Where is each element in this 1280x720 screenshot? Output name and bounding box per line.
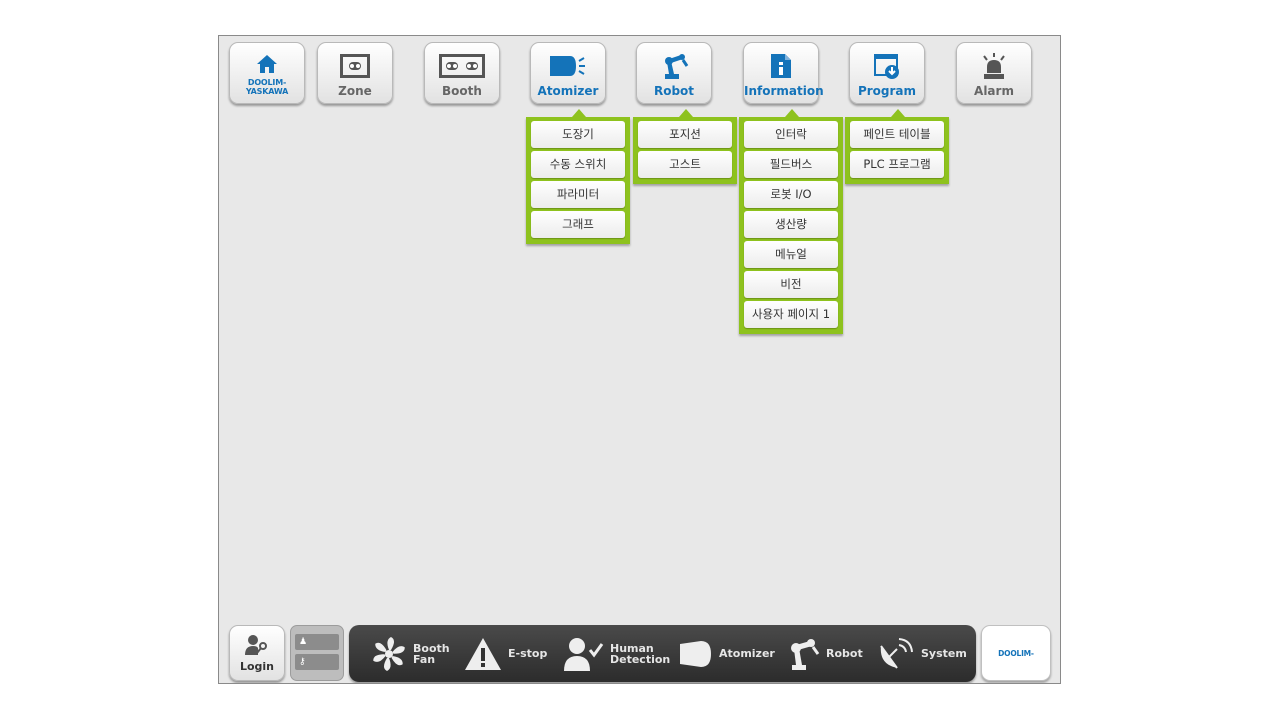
robot-label: Robot (653, 84, 695, 98)
atomizer-status-icon (680, 640, 711, 667)
human-check-icon (564, 637, 604, 671)
menu-item-painter[interactable]: 도장기 (531, 121, 625, 148)
alarm-label: Alarm (974, 84, 1014, 98)
information-menu: 인터락 필드버스 로봇 I/O 생산량 메뉴얼 비전 사용자 페이지 1 (739, 109, 843, 334)
home-brand-label: DOOLIM-YASKAWA (245, 78, 289, 96)
booth-label: Booth (442, 84, 482, 98)
alarm-button[interactable]: Alarm (956, 42, 1032, 104)
warning-icon (465, 637, 501, 670)
atomizer-label: Atomizer (537, 84, 599, 98)
status-robot[interactable]: Robot (786, 625, 863, 682)
user-info-box: ♟ ⚷ (290, 625, 344, 681)
robot-status-label: Robot (826, 647, 863, 660)
user-name-row: ♟ (295, 634, 339, 650)
menu-item-vision[interactable]: 비전 (744, 271, 838, 298)
menu-item-ghost[interactable]: 고스트 (638, 151, 732, 178)
login-user-key-icon (230, 634, 284, 656)
menu-item-paint-table[interactable]: 페인트 테이블 (850, 121, 944, 148)
status-bar: Booth Fan E-stop Human Detection Atomize… (349, 625, 976, 682)
home-icon (230, 49, 304, 79)
information-label: Information (744, 84, 824, 98)
menu-item-plc-program[interactable]: PLC 프로그램 (850, 151, 944, 178)
menu-item-user-page-1[interactable]: 사용자 페이지 1 (744, 301, 838, 328)
login-label: Login (239, 660, 275, 673)
robot-arm-icon (637, 51, 711, 81)
menu-item-fieldbus[interactable]: 필드버스 (744, 151, 838, 178)
booth-fan-label-2: Fan (413, 652, 436, 666)
hmi-screen: DOOLIM-YASKAWA Zone Booth Atomizer Robot… (218, 35, 1061, 684)
human-label-1: Human (610, 641, 654, 655)
status-human-detection[interactable]: Human Detection (564, 625, 670, 682)
menu-item-manual[interactable]: 메뉴얼 (744, 241, 838, 268)
booth-icon (425, 51, 499, 81)
zone-label: Zone (338, 84, 372, 98)
menu-item-interlock[interactable]: 인터락 (744, 121, 838, 148)
information-icon (744, 51, 818, 81)
menu-item-manual-switch[interactable]: 수동 스위치 (531, 151, 625, 178)
program-menu: 페인트 테이블 PLC 프로그램 (845, 109, 949, 184)
alarm-beacon-icon (957, 51, 1031, 81)
booth-fan-label-1: Booth (413, 641, 450, 655)
atomizer-menu: 도장기 수동 스위치 파라미터 그래프 (526, 109, 630, 244)
menu-item-position[interactable]: 포지션 (638, 121, 732, 148)
satellite-dish-icon (880, 637, 913, 669)
atomizer-icon (531, 51, 605, 81)
status-estop[interactable]: E-stop (464, 625, 547, 682)
atomizer-status-label: Atomizer (719, 647, 775, 660)
menu-item-production[interactable]: 생산량 (744, 211, 838, 238)
program-button[interactable]: Program (849, 42, 925, 104)
user-icon: ♟ (299, 637, 308, 647)
fan-icon (373, 636, 405, 671)
information-button[interactable]: Information (743, 42, 824, 104)
status-atomizer[interactable]: Atomizer (679, 625, 775, 682)
booth-button[interactable]: Booth (424, 42, 500, 104)
system-label: System (921, 647, 967, 660)
estop-label: E-stop (508, 647, 548, 660)
key-icon: ⚷ (299, 657, 306, 667)
zone-button[interactable]: Zone (317, 42, 393, 104)
robot-status-icon (791, 638, 820, 670)
zone-icon (318, 51, 392, 81)
program-download-icon (850, 51, 924, 81)
human-label-2: Detection (610, 652, 671, 666)
home-button[interactable]: DOOLIM-YASKAWA (229, 42, 305, 104)
menu-item-parameter[interactable]: 파라미터 (531, 181, 625, 208)
status-booth-fan[interactable]: Booth Fan (371, 625, 450, 682)
brand-logo: DOOLIM-YASKAWA (981, 625, 1051, 681)
login-button[interactable]: Login (229, 625, 285, 681)
status-system[interactable]: System (877, 625, 967, 682)
menu-item-graph[interactable]: 그래프 (531, 211, 625, 238)
user-level-row: ⚷ (295, 654, 339, 670)
menu-item-robot-io[interactable]: 로봇 I/O (744, 181, 838, 208)
atomizer-button[interactable]: Atomizer (530, 42, 606, 104)
robot-button[interactable]: Robot (636, 42, 712, 104)
robot-menu: 포지션 고스트 (633, 109, 737, 184)
program-label: Program (857, 84, 917, 98)
